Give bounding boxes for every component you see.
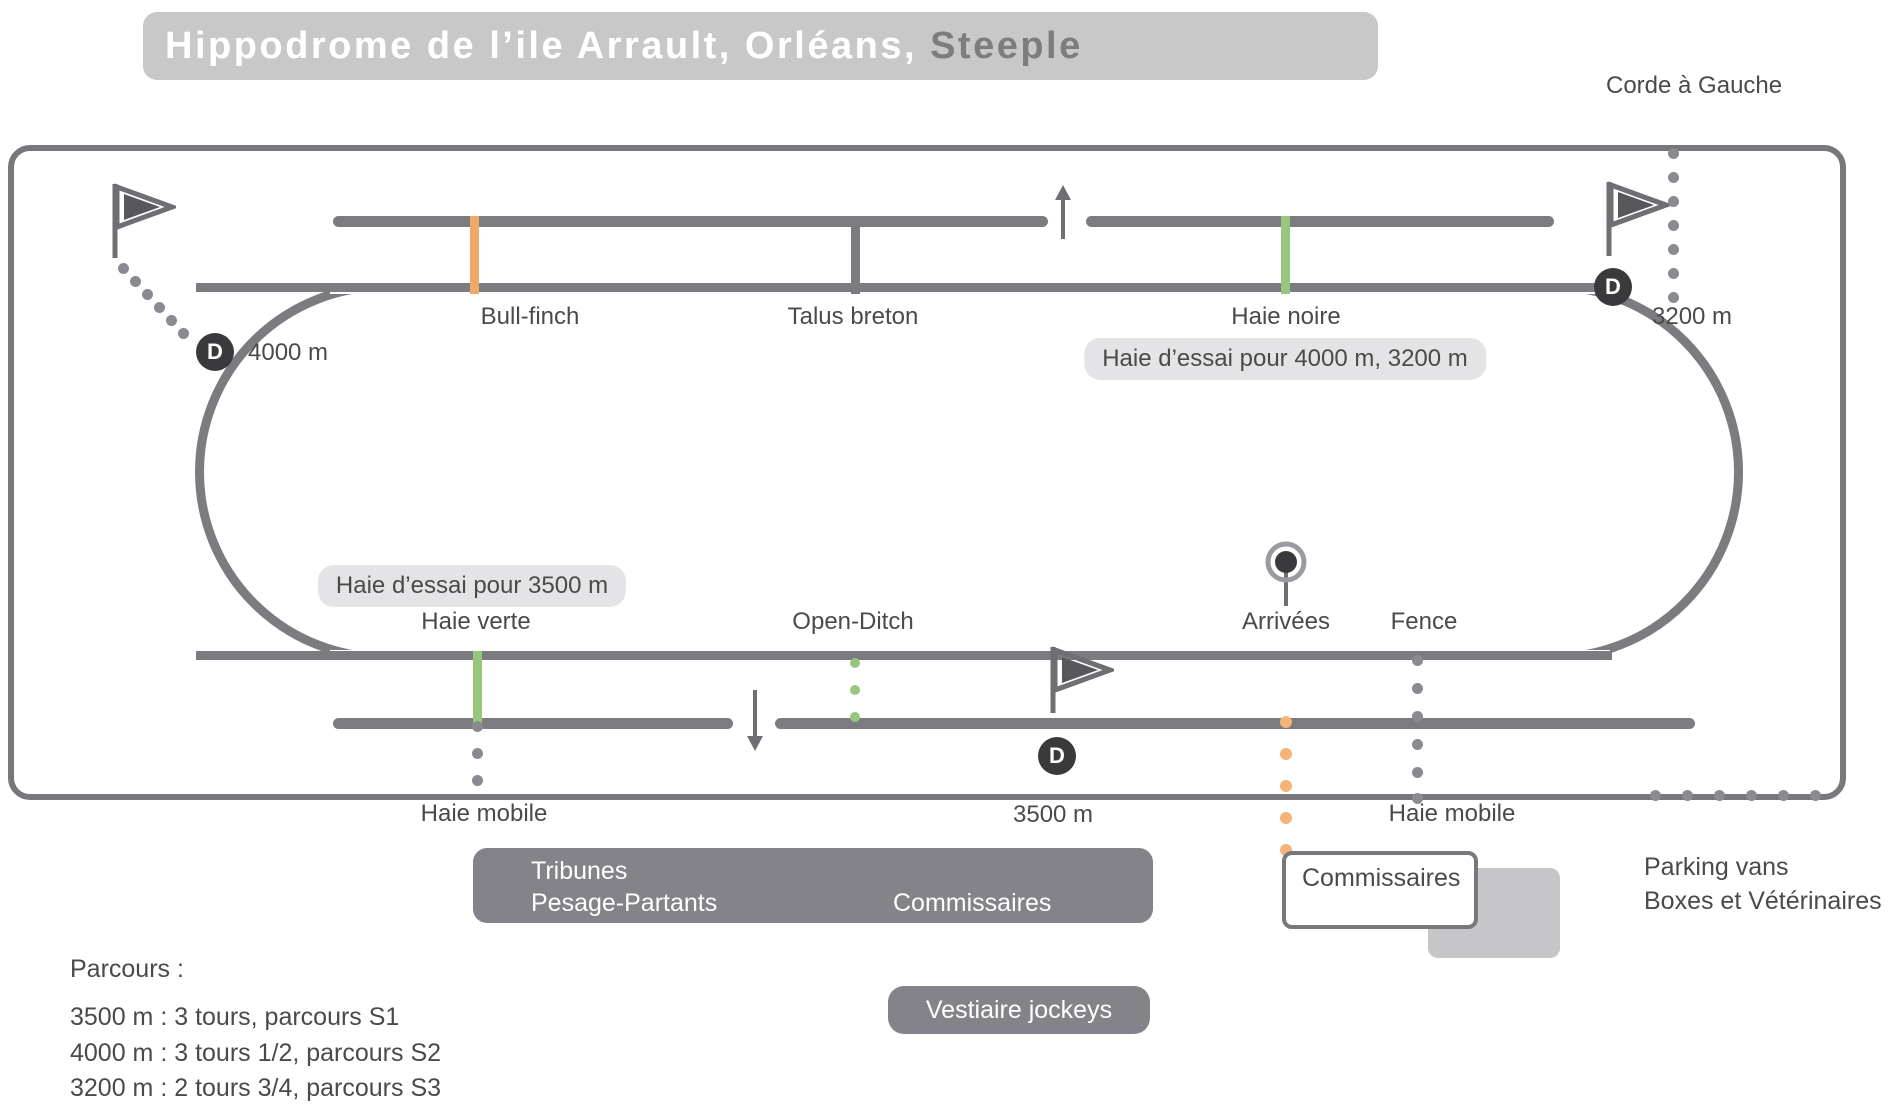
parking-line-2: Boxes et Vétérinaires xyxy=(1644,886,1882,915)
label-talus-breton: Talus breton xyxy=(787,303,919,330)
distance-label-3200: 3200 m xyxy=(1652,303,1733,330)
tribunes-building: Tribunes Pesage-Partants Commissaires xyxy=(473,848,1153,923)
label-arrivees: Arrivées xyxy=(1241,608,1331,635)
distance-badge-3500: D xyxy=(1038,737,1076,775)
info-haie-essai-top: Haie d’essai pour 4000 m, 3200 m xyxy=(1084,338,1486,380)
label-haie-verte: Haie verte xyxy=(421,608,531,635)
distance-label-3500: 3500 m xyxy=(1013,801,1094,828)
tribunes-line-1: Tribunes xyxy=(531,857,628,885)
rail-top-right xyxy=(1086,216,1554,227)
parking-line-1: Parking vans xyxy=(1644,853,1789,881)
parcours-legend-line-3: 3200 m : 2 tours 3/4, parcours S3 xyxy=(70,1074,442,1102)
corde-direction-label: Corde à Gauche xyxy=(1606,72,1783,99)
flag-icon-start-4000 xyxy=(112,183,176,258)
page-title: Hippodrome de l’ile Arrault, Orléans, St… xyxy=(165,25,1083,68)
page-title-banner: Hippodrome de l’ile Arrault, Orléans, St… xyxy=(143,12,1378,80)
distance-badge-3200: D xyxy=(1594,268,1632,306)
track-straight-bottom xyxy=(196,651,1612,660)
label-haie-mobile-right: Haie mobile xyxy=(1388,800,1516,827)
info-haie-essai-bottom: Haie d’essai pour 3500 m xyxy=(317,565,627,607)
page-title-discipline: Steeple xyxy=(930,24,1083,67)
parcours-legend-line-2: 4000 m : 3 tours 1/2, parcours S2 xyxy=(70,1038,442,1067)
rail-bottom-left xyxy=(333,718,733,729)
obstacle-talus-breton xyxy=(851,216,860,294)
commissaires-box-label: Commissaires xyxy=(1302,864,1461,892)
rail-top-left xyxy=(333,216,1048,227)
distance-badge-4000: D xyxy=(196,333,234,371)
parcours-legend-line-1: 3500 m : 3 tours, parcours S1 xyxy=(70,1003,400,1031)
obstacle-haie-verte xyxy=(473,651,482,723)
obstacle-bull-finch xyxy=(470,216,479,294)
label-haie-mobile-left: Haie mobile xyxy=(420,800,548,827)
label-fence: Fence xyxy=(1390,608,1458,635)
vestiaire-jockeys-building: Vestiaire jockeys xyxy=(888,986,1150,1034)
track-straight-top xyxy=(196,283,1612,292)
direction-arrow-down-icon xyxy=(747,690,763,751)
parking-note: Parking vans Boxes et Vétérinaires xyxy=(1644,851,1882,919)
commissaires-outlined-box xyxy=(1282,851,1478,929)
venue-boundary xyxy=(8,145,1846,800)
label-bull-finch: Bull-finch xyxy=(480,303,580,330)
distance-label-4000: 4000 m xyxy=(248,339,329,366)
label-haie-noire: Haie noire xyxy=(1231,303,1341,330)
obstacle-haie-noire xyxy=(1281,216,1290,294)
label-open-ditch: Open-Ditch xyxy=(792,608,914,635)
parcours-legend: Parcours : 3500 m : 3 tours, parcours S1… xyxy=(70,955,441,1107)
rail-bottom-right xyxy=(775,718,1695,729)
flag-icon-start-3500 xyxy=(1050,646,1114,713)
flag-icon-start-3200 xyxy=(1606,181,1670,256)
page-title-main: Hippodrome de l’ile Arrault, Orléans, xyxy=(165,24,931,67)
parcours-legend-title: Parcours : xyxy=(70,955,184,983)
direction-arrow-up-icon xyxy=(1055,185,1071,239)
finish-post-icon xyxy=(1265,541,1307,606)
tribunes-line-2: Pesage-Partants xyxy=(531,889,718,917)
tribunes-commissaires-label: Commissaires xyxy=(893,889,1052,917)
